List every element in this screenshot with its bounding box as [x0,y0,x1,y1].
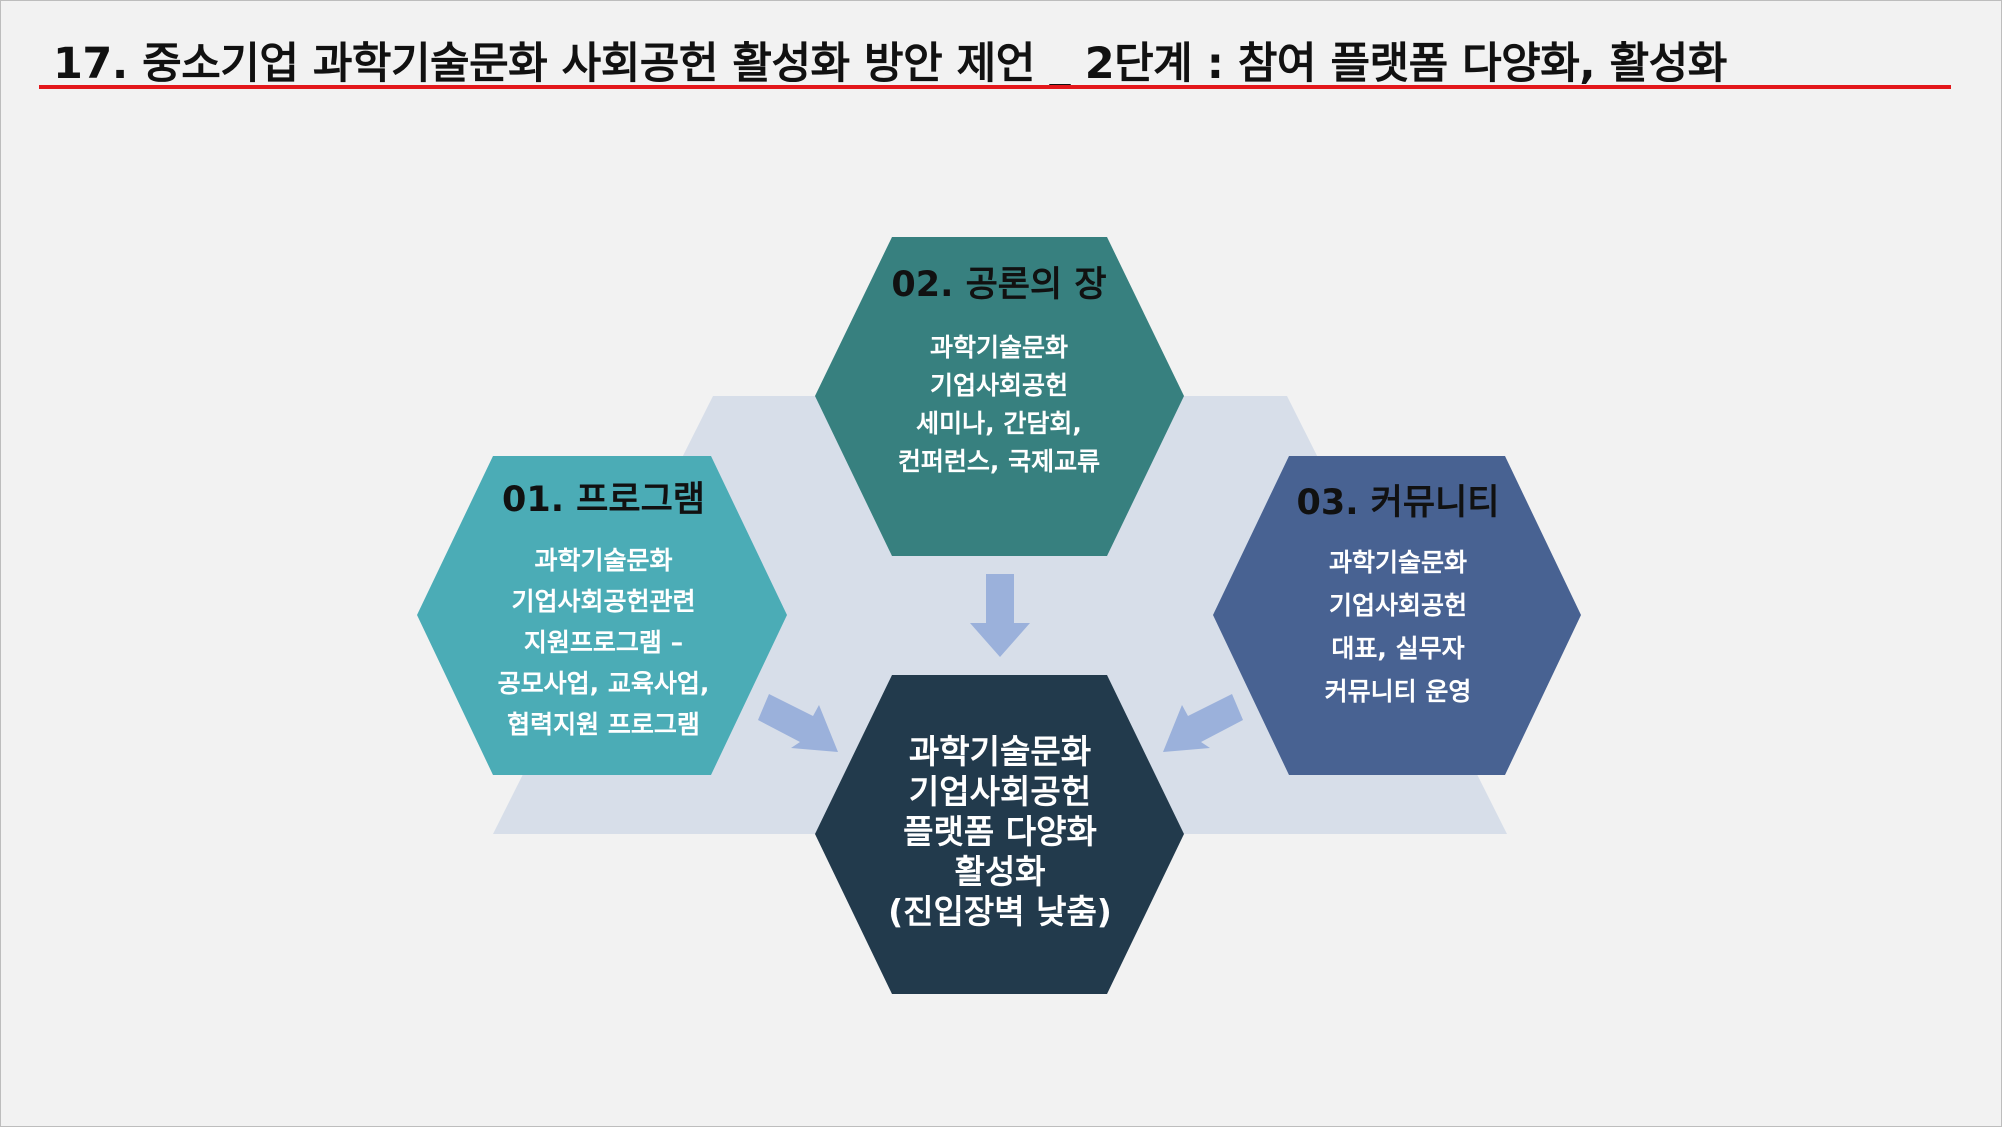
page-title: 17. 중소기업 과학기술문화 사회공헌 활성화 방안 제언 _ 2단계 : 참… [53,39,1727,89]
community-line: 과학기술문화 [1328,548,1467,577]
program-title: 01. 프로그램 [502,480,705,520]
center-line: 플랫폼 다양화 [903,812,1097,851]
hexagon-community-text: 03. 커뮤니티 과학기술문화 기업사회공헌 대표, 실무자 커뮤니티 운영 [1213,474,1583,713]
arrow-down-icon [970,574,1030,657]
hexagon-program-text: 01. 프로그램 과학기술문화 기업사회공헌관련 지원프로그램 – 공모사업, … [421,471,786,745]
program-line: 기업사회공헌관련 [511,587,696,616]
forum-title: 02. 공론의 장 [891,265,1107,305]
community-title: 03. 커뮤니티 [1296,483,1500,523]
program-description: 과학기술문화 기업사회공헌관련 지원프로그램 – 공모사업, 교육사업, 협력지… [421,540,786,745]
forum-line: 컨퍼런스, 국제교류 [897,447,1101,476]
program-line: 공모사업, 교육사업, [497,669,710,698]
program-line: 과학기술문화 [534,546,673,575]
arrow-down-right-icon [758,694,838,752]
program-line: 협력지원 프로그램 [507,710,700,739]
hexagon-community [1213,456,1581,775]
forum-line: 과학기술문화 [929,333,1068,362]
community-line: 대표, 실무자 [1331,634,1465,663]
hexagon-forum [815,237,1184,556]
arrow-down-left-icon [1163,694,1243,752]
program-line: 지원프로그램 – [523,628,684,657]
forum-line: 기업사회공헌 [929,371,1068,400]
forum-description: 과학기술문화 기업사회공헌 세미나, 간담회, 컨퍼런스, 국제교류 [819,329,1179,481]
hexagon-center [815,675,1184,994]
hexagon-forum-text: 02. 공론의 장 과학기술문화 기업사회공헌 세미나, 간담회, 컨퍼런스, … [819,256,1179,481]
community-description: 과학기술문화 기업사회공헌 대표, 실무자 커뮤니티 운영 [1213,541,1583,713]
center-line: 활성화 [954,852,1046,891]
hexagon-center-text: 과학기술문화 기업사회공헌 플랫폼 다양화 활성화 (진입장벽 낮춤) [819,732,1181,932]
center-line: (진입장벽 낮춤) [888,892,1112,931]
forum-line: 세미나, 간담회, [916,409,1082,438]
hexagon-program [417,456,787,775]
center-description: 과학기술문화 기업사회공헌 플랫폼 다양화 활성화 (진입장벽 낮춤) [819,732,1181,932]
community-line: 기업사회공헌 [1328,591,1467,620]
center-line: 기업사회공헌 [908,772,1092,811]
community-line: 커뮤니티 운영 [1324,677,1472,706]
title-underline [39,85,1951,89]
center-line: 과학기술문화 [908,732,1092,771]
